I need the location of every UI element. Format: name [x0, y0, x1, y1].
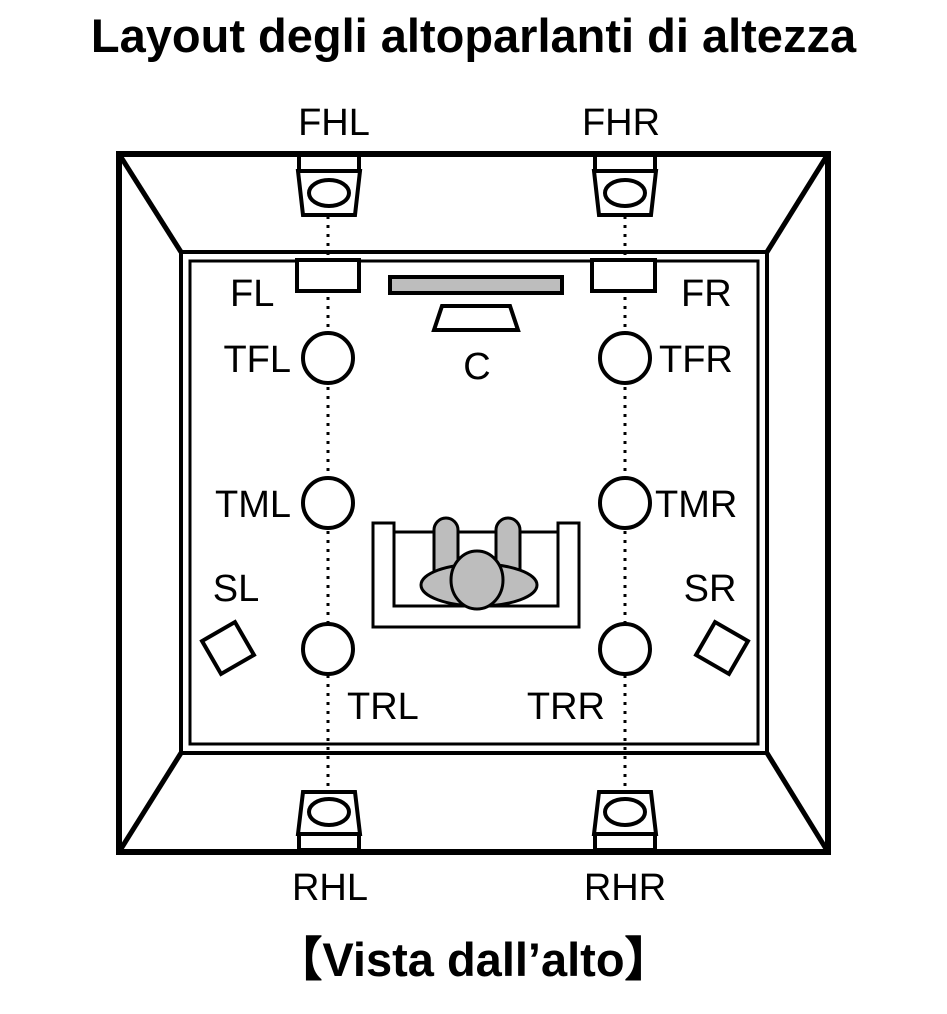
label-tfl: TFL [223, 339, 291, 381]
label-c: C [463, 346, 490, 388]
rear-height-left-speaker [295, 790, 363, 852]
room-inner-wall-trim [188, 259, 760, 746]
center-speaker [431, 304, 521, 332]
listener-head [449, 549, 505, 611]
diagram-title: Layout degli altoparlanti di altezza [90, 9, 857, 62]
top-middle-right-speaker [598, 476, 652, 530]
label-trr: TRR [527, 686, 605, 728]
top-middle-left-speaker [301, 476, 355, 530]
surround-right-speaker [693, 619, 751, 677]
top-speakers [301, 331, 652, 676]
top-front-right-speaker [598, 331, 652, 385]
label-fhr: FHR [582, 102, 660, 144]
room-corner-line [116, 152, 184, 254]
label-tfr: TFR [659, 339, 733, 381]
front-left-speaker [295, 258, 361, 293]
room-inner-wall [179, 250, 769, 755]
room [116, 151, 831, 855]
label-tmr: TMR [655, 484, 737, 526]
listener-sofa [371, 516, 581, 629]
room-corner-line [764, 751, 831, 854]
label-fr: FR [681, 273, 732, 315]
label-fl: FL [230, 273, 274, 315]
room-corner-line [764, 152, 831, 254]
room-outer-wall [116, 151, 831, 855]
label-rhl: RHL [292, 867, 368, 909]
surround-left-speaker [199, 619, 257, 677]
tv-screen [388, 275, 564, 295]
top-rear-right-speaker [598, 622, 652, 676]
label-rhr: RHR [584, 867, 666, 909]
label-tml: TML [215, 484, 291, 526]
rear-height-right-speaker [591, 790, 659, 852]
label-sl: SL [213, 568, 259, 610]
diagram-caption: 【Vista dall’alto】 [275, 933, 672, 986]
speaker-labels: FHL FHR FL FR C TFL TFR TML TMR SL SR TR… [213, 102, 738, 909]
top-rear-left-speaker [301, 622, 355, 676]
label-sr: SR [684, 568, 737, 610]
label-trl: TRL [347, 686, 419, 728]
front-height-right-speaker [591, 153, 659, 217]
front-right-speaker [590, 258, 657, 293]
front-height-left-speaker [295, 153, 363, 217]
label-fhl: FHL [298, 102, 370, 144]
top-front-left-speaker [301, 331, 355, 385]
room-corner-line [116, 751, 184, 854]
